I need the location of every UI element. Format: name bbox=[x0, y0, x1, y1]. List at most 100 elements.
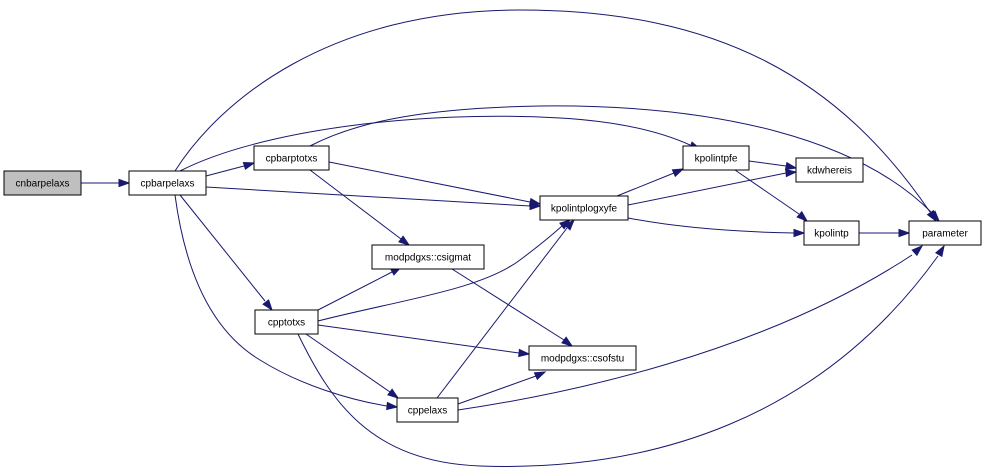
edge-line bbox=[309, 169, 402, 240]
node-box[interactable] bbox=[795, 157, 864, 183]
edge-arrowhead bbox=[785, 168, 798, 178]
edge-kpolintpfe-to-kdwhereis bbox=[748, 160, 798, 171]
node-cpbarpelaxs[interactable]: cpbarpelaxs bbox=[128, 170, 207, 196]
node-box[interactable] bbox=[371, 244, 485, 270]
node-label: kpolintplogxyfe bbox=[551, 204, 618, 215]
node-box[interactable] bbox=[3, 170, 82, 196]
node-csofstu[interactable]: modpdgxs::csofstu bbox=[528, 345, 637, 371]
node-box[interactable] bbox=[539, 195, 629, 221]
edge-line bbox=[205, 165, 245, 177]
node-label: kdwhereis bbox=[807, 166, 852, 177]
edge-line bbox=[627, 172, 787, 206]
edges-layer bbox=[81, 9, 945, 467]
edge-arrowhead bbox=[934, 244, 945, 258]
edge-cppelaxs-to-parameter bbox=[457, 244, 924, 411]
node-kdwhereis[interactable]: kdwhereis bbox=[795, 157, 864, 183]
edge-line bbox=[174, 9, 931, 213]
edge-line bbox=[317, 271, 393, 311]
edge-line bbox=[174, 194, 388, 407]
node-box[interactable] bbox=[128, 170, 207, 196]
edge-cpptotxs-to-parameter bbox=[297, 244, 945, 467]
edge-cpbarpelaxs-to-cpbarptotxs bbox=[205, 161, 256, 177]
edge-kpolintplogxyfe-to-kpolintp bbox=[627, 217, 806, 238]
edge-arrowhead bbox=[898, 228, 911, 238]
node-cpptotxs[interactable]: cpptotxs bbox=[254, 309, 319, 335]
edge-cnbarpelaxs-to-cpbarpelaxs bbox=[81, 178, 131, 188]
node-label: modpdgxs::csigmat bbox=[385, 253, 471, 264]
node-label: cppelaxs bbox=[408, 406, 447, 417]
edge-arrowhead bbox=[398, 235, 411, 246]
edge-cpptotxs-to-kpolintplogxyfe bbox=[317, 219, 572, 322]
edge-kpolintplogxyfe-to-kdwhereis bbox=[627, 168, 798, 206]
node-cnbarpelaxs[interactable]: cnbarpelaxs bbox=[3, 170, 82, 196]
node-label: kpolintpfe bbox=[695, 154, 738, 165]
nodes-layer: cnbarpelaxs cpbarpelaxs cpbarptotxs cpptotx… bbox=[3, 145, 982, 423]
node-box[interactable] bbox=[254, 309, 319, 335]
edge-line bbox=[205, 186, 531, 207]
edge-line bbox=[748, 160, 787, 167]
edge-line bbox=[305, 333, 391, 393]
edge-kpolintp-to-parameter bbox=[859, 228, 911, 238]
node-csigmat[interactable]: modpdgxs::csigmat bbox=[371, 244, 485, 270]
edge-line bbox=[627, 217, 795, 234]
edge-cpbarptotxs-to-kpolintplogxyfe bbox=[328, 161, 542, 207]
edge-cpbarptotxs-to-csigmat bbox=[309, 169, 411, 246]
node-kpolintp[interactable]: kpolintp bbox=[803, 220, 860, 246]
node-parameter[interactable]: parameter bbox=[908, 220, 982, 246]
node-label: parameter bbox=[922, 229, 968, 240]
edge-arrowhead bbox=[242, 161, 256, 171]
edge-line bbox=[457, 254, 913, 411]
edge-line bbox=[457, 375, 537, 405]
node-label: cpbarpelaxs bbox=[141, 179, 195, 190]
edge-line bbox=[616, 172, 675, 197]
edge-arrowhead bbox=[518, 348, 531, 358]
edge-kpolintplogxyfe-to-kpolintpfe bbox=[616, 168, 685, 197]
edge-cpptotxs-to-csofstu bbox=[317, 324, 531, 358]
node-cppelaxs[interactable]: cppelaxs bbox=[396, 397, 459, 423]
node-box[interactable] bbox=[682, 145, 750, 171]
edge-arrowhead bbox=[796, 210, 809, 222]
edge-arrowhead bbox=[784, 161, 798, 171]
edge-line bbox=[734, 169, 800, 215]
node-label: kpolintp bbox=[814, 229, 849, 240]
edge-kpolintpfe-to-kpolintp bbox=[734, 169, 809, 222]
edge-cppelaxs-to-kpolintplogxyfe bbox=[436, 218, 575, 399]
node-box[interactable] bbox=[253, 145, 330, 171]
edge-cppelaxs-to-csofstu bbox=[457, 371, 547, 405]
edge-cpbarpelaxs-to-kpolintplogxyfe bbox=[205, 186, 542, 211]
edge-arrowhead bbox=[911, 244, 924, 257]
edge-arrowhead bbox=[671, 168, 685, 178]
edge-arrowhead bbox=[533, 371, 547, 381]
edge-line bbox=[297, 255, 939, 467]
edge-line bbox=[317, 225, 563, 322]
edge-csigmat-to-csofstu bbox=[451, 268, 574, 347]
edge-line bbox=[328, 161, 531, 203]
edge-line bbox=[317, 324, 520, 354]
edge-arrowhead bbox=[262, 299, 273, 312]
node-box[interactable] bbox=[908, 220, 982, 246]
node-kpolintpfe[interactable]: kpolintpfe bbox=[682, 145, 750, 171]
node-box[interactable] bbox=[528, 345, 637, 371]
edge-arrowhead bbox=[387, 388, 400, 399]
edge-arrowhead bbox=[561, 336, 574, 347]
edge-cpbarpelaxs-to-parameter bbox=[174, 9, 937, 223]
node-label: modpdgxs::csofstu bbox=[541, 354, 624, 365]
edge-cpptotxs-to-cppelaxs bbox=[305, 333, 400, 399]
node-label: cpbarptotxs bbox=[266, 154, 318, 165]
edge-line bbox=[436, 227, 568, 399]
node-cpbarptotxs[interactable]: cpbarptotxs bbox=[253, 145, 330, 171]
edge-line bbox=[179, 115, 691, 172]
node-box[interactable] bbox=[803, 220, 860, 246]
edge-line bbox=[179, 194, 266, 302]
edge-cpptotxs-to-csigmat bbox=[317, 266, 403, 311]
edge-cpbarpelaxs-to-cppelaxs bbox=[174, 194, 399, 411]
edge-arrowhead bbox=[386, 401, 399, 411]
edge-arrowhead bbox=[118, 178, 131, 188]
node-box[interactable] bbox=[396, 397, 459, 423]
node-kpolintplogxyfe[interactable]: kpolintplogxyfe bbox=[539, 195, 629, 221]
edge-arrowhead bbox=[928, 210, 940, 223]
node-label: cnbarpelaxs bbox=[16, 179, 70, 190]
edge-arrowhead bbox=[528, 197, 542, 207]
node-label: cpptotxs bbox=[268, 318, 305, 329]
